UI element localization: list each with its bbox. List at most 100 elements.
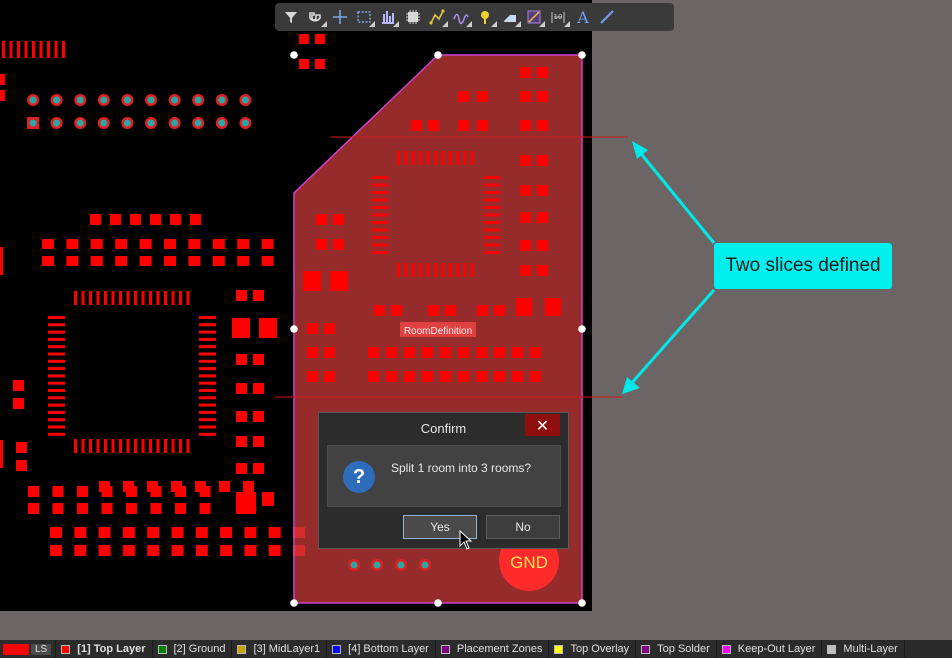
pad [537,91,548,102]
layer-tab[interactable]: Multi-Layer [822,640,905,658]
layer-tab[interactable]: Keep-Out Layer [717,640,823,658]
dimension-button[interactable]: 10 [546,5,570,29]
selection-handle[interactable] [578,325,586,333]
layer-set-label: LS [31,643,52,655]
layer-tab[interactable]: [1] Top Layer [56,640,153,658]
pad [458,120,469,131]
no-button[interactable]: No [486,515,560,539]
pad [89,291,92,305]
align-button[interactable] [376,5,400,29]
pad [426,263,430,277]
pad [147,545,160,556]
pad [512,347,523,358]
pad [220,527,233,538]
select-rectangle-button[interactable] [352,5,376,29]
text-button[interactable]: A [571,5,595,29]
pad [48,352,65,356]
filter-icon [285,12,298,23]
pad [134,439,137,453]
line-button[interactable] [595,5,619,29]
selection-handle[interactable] [290,325,298,333]
selection-handle[interactable] [290,51,298,59]
layer-set-button[interactable]: LS [0,640,57,658]
via-hole [76,119,84,127]
pad [2,41,5,58]
pad [28,503,39,514]
pad [411,120,422,131]
layer-tab[interactable]: [3] MidLayer1 [232,640,328,658]
pad [316,239,327,250]
via-hole [421,561,429,569]
pad [537,67,548,78]
pad [426,151,430,165]
layer-color-swatch [721,644,731,654]
pad [13,398,24,409]
magnet-button[interactable] [303,5,327,29]
layer-color-swatch [61,644,71,654]
pad [324,323,335,334]
pad [126,503,137,514]
pad [368,371,379,382]
pad [130,214,141,225]
crosshair-icon [332,10,347,24]
pad [520,91,531,102]
room-selection-handles[interactable] [290,51,586,607]
component-button[interactable] [400,5,424,29]
layer-tab[interactable]: Placement Zones [436,640,550,658]
pad [24,41,28,58]
pad [199,381,216,385]
interactive-route-button[interactable] [449,5,473,29]
selection-handle[interactable] [290,599,298,607]
layer-tab[interactable]: Top Overlay [549,640,637,658]
selection-handle[interactable] [578,599,586,607]
layer-tab[interactable]: [2] Ground [153,640,233,658]
pad [520,185,531,196]
pad [445,305,456,316]
close-icon[interactable]: ✕ [525,414,560,436]
pad [74,527,87,538]
via-hole [147,96,155,104]
via-hole [194,96,202,104]
polygon-button[interactable] [498,5,522,29]
pad [199,486,211,497]
pad [115,239,128,249]
pad [156,439,160,453]
pad [77,486,88,497]
callout-arrowhead-top [632,141,648,159]
pad [52,486,64,497]
pad [101,486,113,497]
pad [236,290,247,301]
layer-tab[interactable]: [4] Bottom Layer [327,640,436,658]
pad [484,183,500,187]
pad [171,439,175,453]
via-button[interactable] [473,5,497,29]
pad [98,527,111,538]
route-button[interactable] [425,5,449,29]
via-hole [123,96,131,104]
filter-button[interactable] [279,5,303,29]
pad [195,527,208,538]
layer-tab-label: Placement Zones [456,643,543,655]
pad [386,371,397,382]
selection-handle[interactable] [578,51,586,59]
pad [186,439,190,453]
selection-handle[interactable] [434,599,442,607]
pad [0,247,3,275]
crosshair-button[interactable] [328,5,352,29]
pad [48,432,65,436]
layer-color-swatch [641,644,651,654]
pad [494,305,505,316]
pad [212,256,225,266]
layer-tab-label: [1] Top Layer [77,643,146,655]
via-hole [29,96,37,104]
via-hole [147,119,155,127]
pad [171,291,175,305]
pad [171,545,184,556]
selection-handle[interactable] [434,51,442,59]
current-layer-swatch [3,643,29,655]
layer-tab[interactable]: Top Solder [636,640,717,658]
room-components [303,67,561,571]
pad [236,436,247,447]
pad [150,486,162,497]
room-button[interactable] [522,5,546,29]
